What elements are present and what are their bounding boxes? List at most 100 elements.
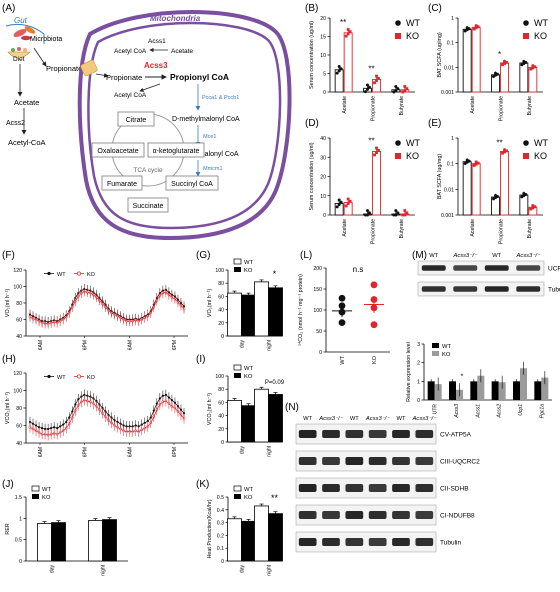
chart-i-bar: [254, 388, 269, 443]
diet-icon: [7, 47, 31, 59]
blot-n-lane-label: Acss3⁻/⁻: [412, 416, 437, 422]
chart-j-legend-ko-label: KO: [42, 495, 51, 501]
chart-e-xtick-label: Propionate: [499, 219, 505, 244]
chart-k-ylabel: Heat Production(Kcal/hr): [207, 499, 213, 558]
node-succinyl-coa-label: Succinyl CoA: [171, 181, 213, 188]
blot-n-lane-label: WT: [350, 416, 359, 422]
chart-d-point: [366, 213, 369, 217]
chart-h-series-line: [29, 399, 185, 436]
chart-j-xtick-label: day: [50, 565, 56, 574]
chart-d-ytick-label: 20: [320, 175, 326, 181]
chart-m-qpcr-ytick-label: 1: [417, 379, 420, 385]
blot-m-lane-label: Acss3⁻/⁻: [452, 253, 477, 259]
chart-b-point: [394, 89, 398, 93]
chart-k-signif: **: [271, 493, 279, 503]
panel-label-h: (H): [2, 354, 16, 365]
chart-e-point: [476, 161, 480, 165]
chart-m-qpcr-xtick-label: Acss3: [454, 404, 460, 419]
blot-n-band-label: CIII-UQCRC2: [440, 459, 480, 466]
chart-g-ytick-label: 20: [218, 321, 224, 327]
acetate-cytosol: Acetate: [14, 98, 39, 107]
chart-c-signif: *: [498, 50, 501, 59]
node-succinate-label: Succinate: [133, 203, 164, 210]
chart-j-bar: [51, 522, 66, 562]
panel-label-m: (M): [412, 250, 427, 261]
blot-n-band: [368, 511, 387, 519]
chart-j-ytick-label: 0: [19, 559, 22, 565]
acss3-label: Acss3: [144, 61, 168, 70]
chart-i-signif: P=0.09: [265, 380, 285, 386]
chart-m-qpcr-bar: [491, 381, 499, 400]
chart-e-point: [505, 149, 508, 153]
blots-layer: WTAcss3⁻/⁻WTAcss3⁻/⁻UCP1TubulinWTAcss3⁻/…: [295, 253, 560, 553]
chart-f-ytick-label: 40: [16, 334, 22, 340]
chart-i-ytick-label: 20: [218, 427, 224, 433]
node-citrate: [117, 111, 155, 127]
chart-k-bar: [268, 513, 283, 562]
chart-f-ytick-label: 100: [13, 285, 22, 291]
chart-d-ytick-label: 10: [320, 194, 326, 200]
chart-e-point: [503, 150, 506, 154]
blot-n-band-frame: [295, 450, 437, 472]
chart-e-ytick-label: 0.001: [441, 213, 454, 219]
blot-m-band-label: Tubulin: [548, 287, 560, 294]
chart-b-point: [377, 76, 380, 80]
chart-d-point: [339, 200, 343, 204]
blot-m-band: [421, 286, 446, 292]
chart-i-legend-ko-label: KO: [244, 374, 253, 380]
chart-e-point: [494, 194, 497, 198]
chart-d-xtick-label: Butyrate: [399, 219, 405, 238]
chart-k-xtick-label: night: [267, 564, 273, 575]
chart-c-point: [472, 27, 476, 31]
panel-a: (A) Gut Microbiota Diet Propionate Aceta…: [2, 3, 292, 241]
chart-f-ytick-label: 80: [16, 301, 22, 307]
chart-e-point: [465, 158, 469, 162]
chart-c-legend-ko-label: KO: [534, 31, 547, 41]
node-fumarate-label: Fumarate: [107, 181, 137, 188]
arrow-microbiota-propionate: [33, 47, 47, 67]
chart-d-xtick-label: Propionate: [371, 219, 377, 244]
mitochondria-inner: [87, 21, 282, 230]
chart-d-point: [366, 209, 369, 213]
chart-g-bar: [241, 294, 256, 337]
chart-m-qpcr-bar: [470, 381, 478, 400]
propionate-extracellular: Propionate: [46, 64, 82, 73]
chart-l-ytick-label: 100: [313, 308, 322, 314]
blot-n-band: [322, 484, 340, 492]
chart-c-ytick-label: 0.001: [441, 90, 454, 96]
microbiota-icon: [13, 26, 36, 41]
chart-l-ytick-label: 0: [319, 350, 322, 356]
blot-m-lane-label: WT: [429, 253, 438, 259]
arrow-acetyl-tca: [139, 83, 161, 92]
blot-m-band-frame: [417, 281, 545, 297]
chart-m-qpcr-legend-wt-label: WT: [442, 344, 451, 350]
chart-f-ytick-label: 60: [16, 318, 22, 324]
chart-k-legend-ko-label: KO: [244, 495, 253, 501]
chart-i-bar: [241, 405, 256, 443]
panel-label-k: (K): [196, 479, 209, 490]
blot-n-band-frame: [295, 477, 437, 499]
chart-m-qpcr-xtick-label: Acss1: [475, 404, 481, 419]
chart-m-qpcr-bar: [498, 382, 506, 400]
blot-n-band-frame: [295, 423, 437, 445]
chart-g-ytick-label: 0: [221, 334, 224, 340]
mitochondria-label: Mitochondria: [150, 14, 201, 23]
chart-d-ytick-label: 0: [323, 213, 326, 219]
chart-d-point: [375, 151, 378, 155]
chart-b-legend-wt-marker: [395, 20, 401, 26]
chart-b-point: [394, 84, 398, 88]
chart-m-qpcr-legend-ko-swatch: [432, 351, 439, 356]
chart-i-legend-ko-swatch: [234, 373, 241, 378]
chart-b-point: [373, 81, 376, 85]
node-oxaloacetate: [91, 142, 145, 158]
node-fumarate: [101, 175, 143, 191]
chart-k-legend-wt-label: WT: [244, 487, 253, 493]
blot-n-band: [298, 511, 317, 519]
blot-n-band: [368, 484, 387, 492]
blot-n-band: [298, 457, 317, 465]
chart-e-legend-wt-marker: [523, 140, 529, 146]
